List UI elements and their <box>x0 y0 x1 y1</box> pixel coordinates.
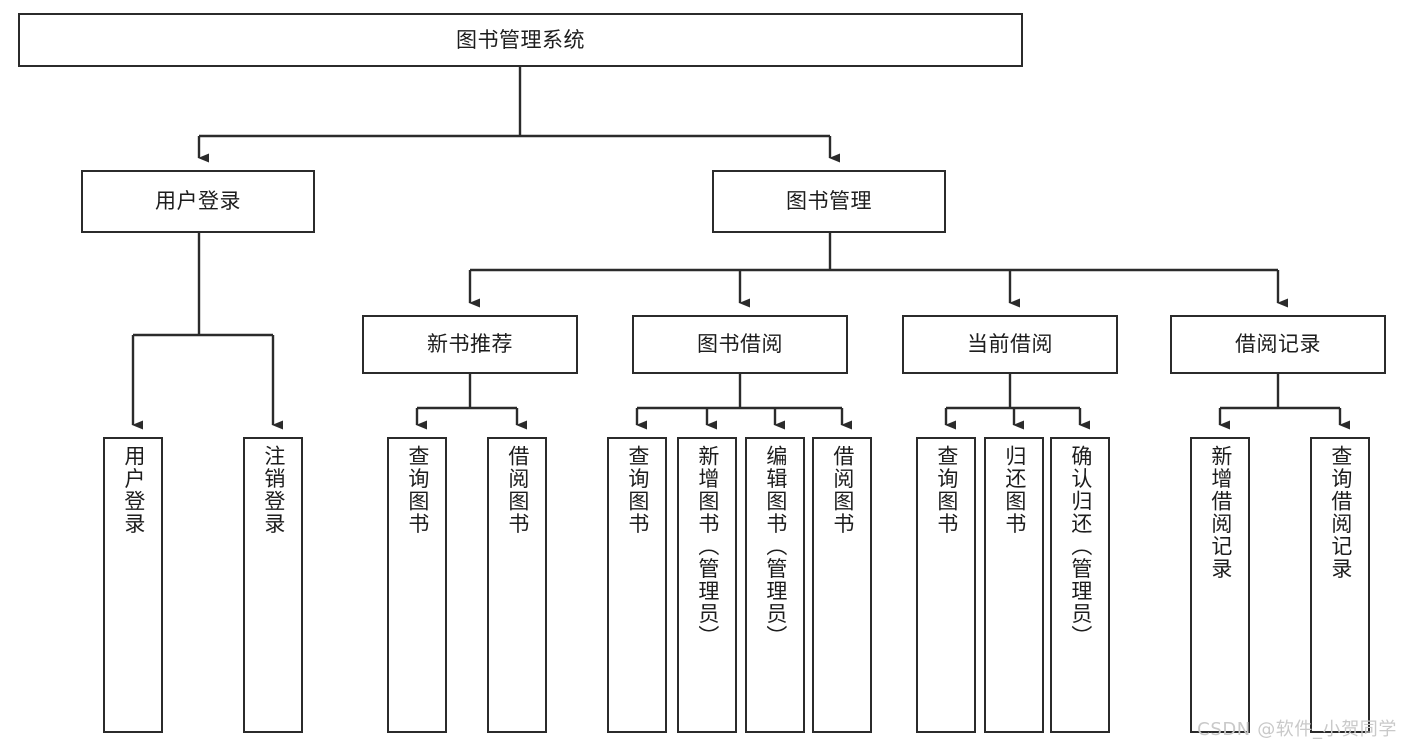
leaf-current-borrow-query[interactable]: 查询图书 <box>916 437 976 733</box>
leaf-current-borrow-return[interactable]: 归还图书 <box>984 437 1044 733</box>
node-book-borrow[interactable]: 图书借阅 <box>632 315 848 374</box>
leaf-borrow-record-add[interactable]: 新增借阅记录 <box>1190 437 1250 733</box>
node-label: 借阅图书 <box>505 445 530 535</box>
node-label: 查询借阅记录 <box>1328 445 1353 580</box>
node-label: 借阅图书 <box>830 445 855 535</box>
node-label: 图书借阅 <box>697 332 783 357</box>
leaf-current-borrow-confirm[interactable]: 确认归还（管理员） <box>1050 437 1110 733</box>
node-user-login[interactable]: 用户登录 <box>81 170 315 233</box>
node-label: 编辑图书（管理员） <box>763 445 788 648</box>
node-label: 新增图书（管理员） <box>695 445 720 648</box>
node-label: 归还图书 <box>1002 445 1027 535</box>
watermark-text: CSDN @软件_小贺同学 <box>1197 719 1397 740</box>
leaf-user-login-login[interactable]: 用户登录 <box>103 437 163 733</box>
node-label: 注销登录 <box>261 445 286 535</box>
node-borrow-record[interactable]: 借阅记录 <box>1170 315 1386 374</box>
node-label: 用户登录 <box>155 189 241 214</box>
node-current-borrow[interactable]: 当前借阅 <box>902 315 1118 374</box>
node-book-management[interactable]: 图书管理 <box>712 170 946 233</box>
node-label: 查询图书 <box>405 445 430 535</box>
leaf-borrow-record-query[interactable]: 查询借阅记录 <box>1310 437 1370 733</box>
node-label: 查询图书 <box>934 445 959 535</box>
node-label: 当前借阅 <box>967 332 1053 357</box>
node-new-book-recommend[interactable]: 新书推荐 <box>362 315 578 374</box>
leaf-book-borrow-edit[interactable]: 编辑图书（管理员） <box>745 437 805 733</box>
leaf-new-book-borrow[interactable]: 借阅图书 <box>487 437 547 733</box>
node-root-system[interactable]: 图书管理系统 <box>18 13 1023 67</box>
leaf-user-login-logout[interactable]: 注销登录 <box>243 437 303 733</box>
node-label: 借阅记录 <box>1235 332 1321 357</box>
leaf-book-borrow-add[interactable]: 新增图书（管理员） <box>677 437 737 733</box>
leaf-book-borrow-query[interactable]: 查询图书 <box>607 437 667 733</box>
node-label: 图书管理系统 <box>456 27 585 52</box>
node-label: 确认归还（管理员） <box>1068 445 1093 648</box>
leaf-book-borrow-lend[interactable]: 借阅图书 <box>812 437 872 733</box>
node-label: 新书推荐 <box>427 332 513 357</box>
node-label: 用户登录 <box>121 445 146 535</box>
node-label: 新增借阅记录 <box>1208 445 1233 580</box>
leaf-new-book-query[interactable]: 查询图书 <box>387 437 447 733</box>
node-label: 查询图书 <box>625 445 650 535</box>
node-label: 图书管理 <box>786 189 872 214</box>
